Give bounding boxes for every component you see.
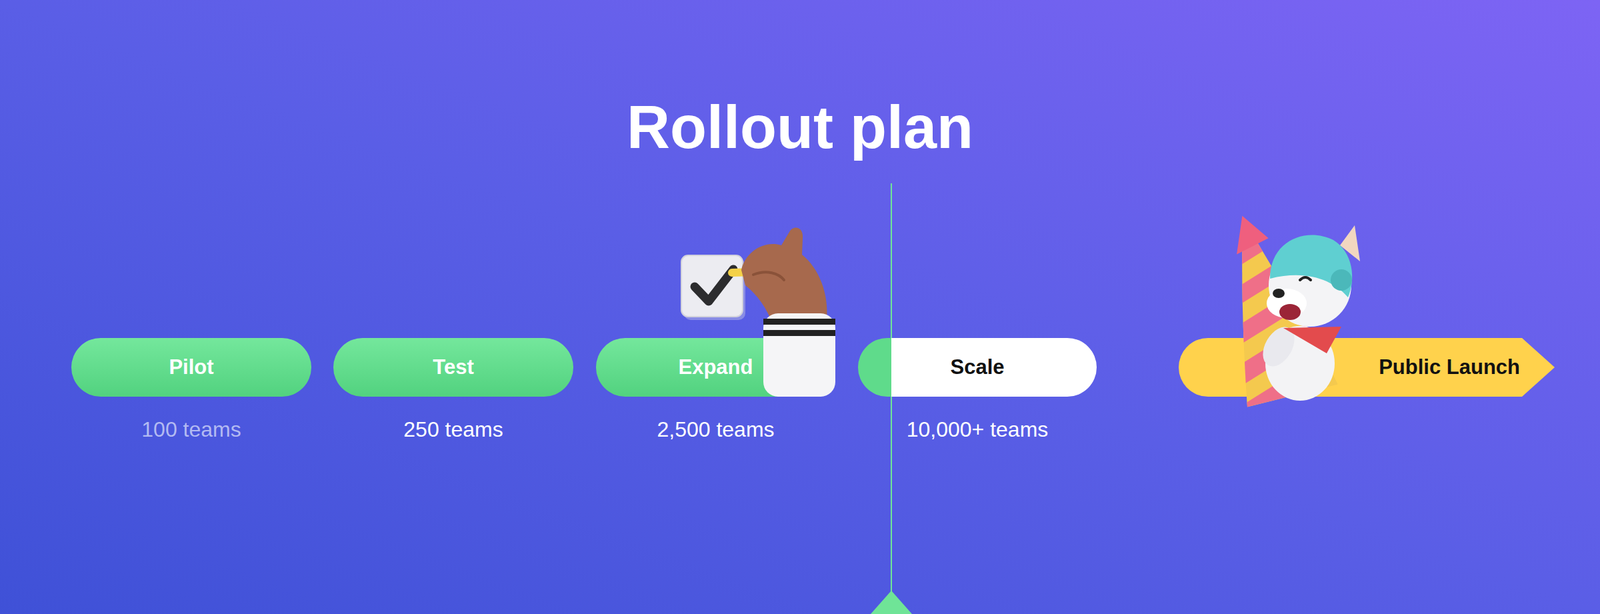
finger-line [753,272,784,280]
hand [741,228,828,326]
checkbox-hand [681,228,836,397]
rocket-cone [1202,206,1338,408]
dog-snout [1266,288,1307,318]
dog-helmet [1270,234,1352,298]
arrow-fill [1178,338,1555,397]
dog-body [1265,326,1335,401]
sleeve-stripe [763,330,836,336]
checkbox-shadow [684,258,746,320]
pencil-eraser [772,266,782,276]
rocket-stripes [1178,200,1370,434]
dog-eye [1300,277,1311,280]
dog-head [1268,244,1352,327]
sleeve [763,313,836,397]
dog-bandana [1283,326,1342,354]
rocket-dog [1178,196,1370,434]
dog-mouth [1279,304,1301,320]
phase-name: Public Launch [1378,354,1520,380]
slide-title: Rollout plan [0,97,1600,158]
phase-pill: Pilot100 teams [71,338,312,397]
dog-ear [1340,225,1360,262]
checkbox [681,255,743,317]
rocket [1178,196,1370,434]
team-count: 10,000+ teams [831,416,1124,442]
check-mark [694,269,734,302]
pencil [732,271,775,273]
helmet-badge [1330,269,1352,291]
phase-pill: Test250 teams [333,338,574,397]
dog-nose [1272,288,1285,298]
dog-paw [1256,321,1302,372]
phase-name: Pilot [168,354,214,380]
team-count: 2,500 teams [569,416,862,442]
team-count: 100 teams [44,416,338,442]
phase-pill: Expand2,500 teams [596,338,836,397]
rocket-tip [1228,210,1271,254]
today-triangle [870,590,912,614]
launch-arrow: Public Launch [1178,338,1555,397]
sleeve-stripe [763,318,836,325]
phase-name: Scale [950,354,1004,380]
phase-name: Expand [678,354,754,380]
phase-pill: Scale10,000+ teams [858,338,1097,397]
phase-name: Test [432,354,474,380]
team-count: 250 teams [306,416,600,442]
